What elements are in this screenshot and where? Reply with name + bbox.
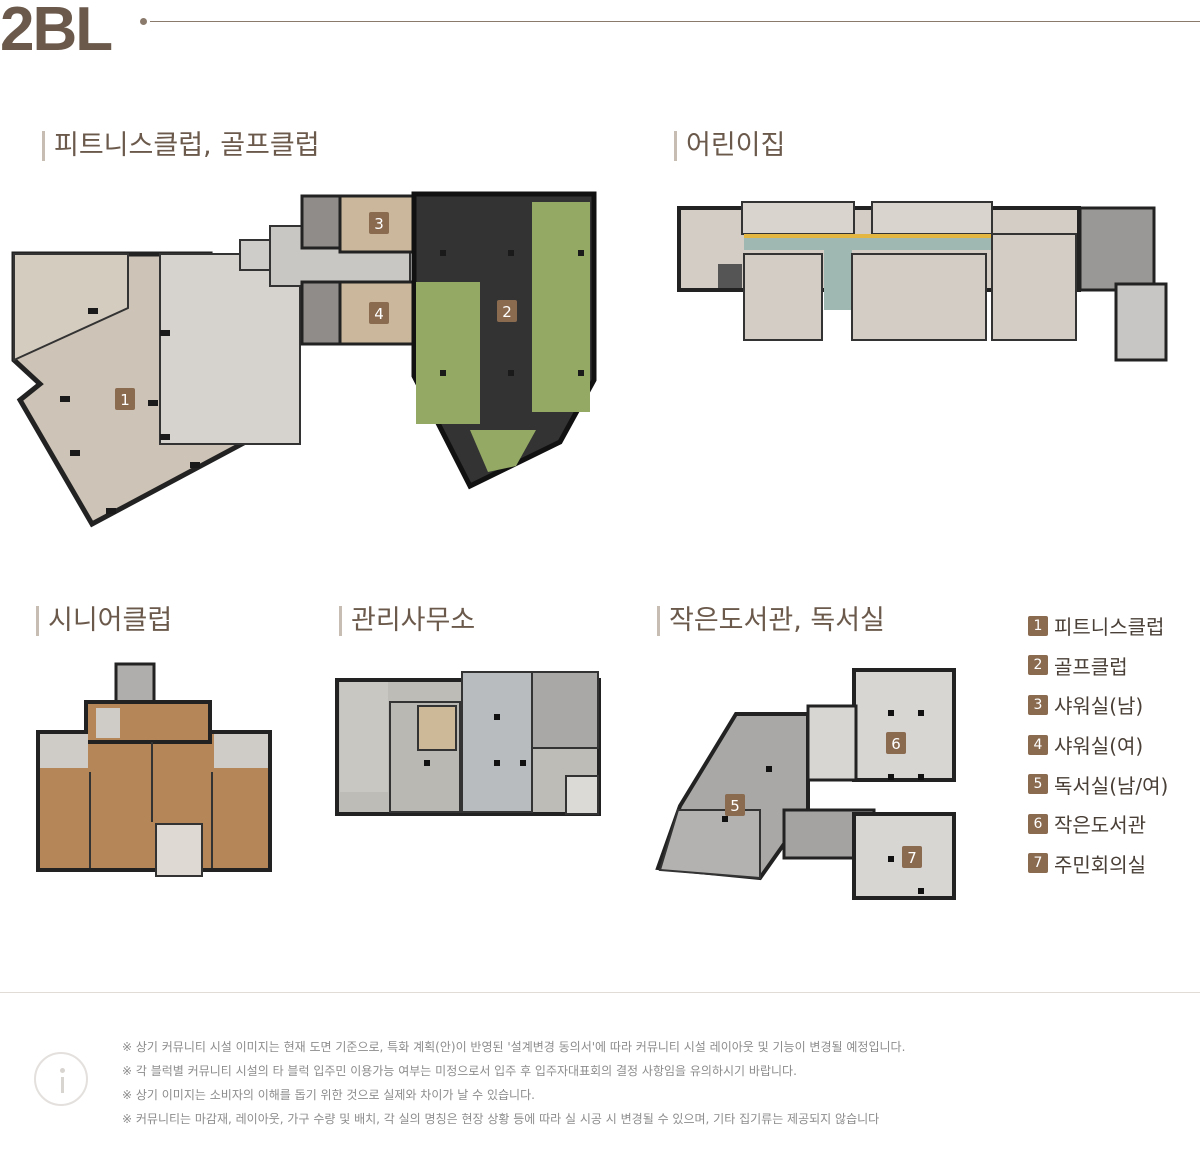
marker-6: 6 (886, 732, 906, 754)
marker-4: 4 (369, 302, 389, 324)
legend-item-2: 2 골프클럽 (1028, 646, 1168, 686)
senior-club-floor-plan (36, 662, 272, 877)
legend-badge: 7 (1028, 853, 1048, 874)
title-divider-line (150, 21, 1200, 22)
legend-badge: 4 (1028, 734, 1048, 755)
svg-text:2: 2 (502, 303, 512, 321)
section-title-office: 관리사무소 (339, 604, 475, 638)
marker-2: 2 (497, 300, 517, 322)
legend-item-3: 3 샤워실(남) (1028, 685, 1168, 725)
svg-text:6: 6 (891, 735, 901, 753)
note-line: ※ 상기 이미지는 소비자의 이해를 돕기 위한 것으로 실제와 차이가 날 수… (122, 1088, 535, 1102)
legend-badge: 6 (1028, 813, 1048, 834)
legend-label: 골프클럽 (1054, 654, 1128, 679)
svg-text:1: 1 (120, 391, 130, 409)
management-office-floor-plan (335, 671, 601, 816)
legend-label: 피트니스클럽 (1054, 615, 1165, 640)
facility-legend: 1 피트니스클럽 2 골프클럽 3 샤워실(남) 4 샤워실(여) 5 독서실(… (1028, 606, 1168, 883)
legend-label: 주민회의실 (1054, 852, 1146, 877)
note-line: ※ 상기 커뮤니티 시설 이미지는 현재 도면 기준으로, 특화 계획(안)이 … (122, 1040, 906, 1054)
note-line: ※ 커뮤니티는 마감재, 레이아웃, 가구 수량 및 배치, 각 실의 명칭은 … (122, 1112, 880, 1126)
legend-label: 작은도서관 (1054, 813, 1146, 838)
disclaimer-notes: ※ 상기 커뮤니티 시설 이미지는 현재 도면 기준으로, 특화 계획(안)이 … (122, 1035, 905, 1131)
legend-item-7: 7 주민회의실 (1028, 844, 1168, 884)
marker-7: 7 (902, 846, 922, 868)
legend-item-4: 4 샤워실(여) (1028, 725, 1168, 765)
svg-text:4: 4 (374, 305, 384, 323)
fitness-golf-floor-plan: 1 2 3 4 (11, 191, 597, 528)
legend-badge: 5 (1028, 774, 1048, 795)
legend-label: 샤워실(남) (1054, 694, 1144, 719)
title-dot (140, 18, 147, 25)
section-title-senior: 시니어클럽 (36, 604, 172, 638)
block-title: 2BL (0, 0, 113, 64)
legend-label: 샤워실(여) (1054, 734, 1144, 759)
svg-text:7: 7 (907, 849, 917, 867)
legend-item-5: 5 독서실(남/여) (1028, 764, 1168, 804)
legend-badge: 1 (1028, 615, 1048, 636)
info-icon (34, 1052, 88, 1106)
legend-badge: 3 (1028, 694, 1048, 715)
note-line: ※ 각 블럭별 커뮤니티 시설의 타 블럭 입주민 이용가능 여부는 미정으로서… (122, 1064, 797, 1078)
section-title-library: 작은도서관, 독서실 (657, 604, 885, 638)
footer-divider (0, 992, 1200, 993)
svg-text:5: 5 (730, 797, 740, 815)
legend-item-1: 1 피트니스클럽 (1028, 606, 1168, 646)
svg-text:3: 3 (374, 215, 384, 233)
daycare-floor-plan (677, 201, 1168, 362)
section-title-daycare: 어린이집 (674, 129, 785, 163)
marker-3: 3 (369, 212, 389, 234)
marker-1: 1 (115, 388, 135, 410)
legend-item-6: 6 작은도서관 (1028, 804, 1168, 844)
legend-badge: 2 (1028, 655, 1048, 676)
legend-label: 독서실(남/여) (1054, 773, 1169, 798)
marker-5: 5 (725, 794, 745, 816)
section-title-fitness: 피트니스클럽, 골프클럽 (42, 129, 320, 163)
library-reading-room-floor-plan: 5 6 7 (655, 668, 956, 900)
